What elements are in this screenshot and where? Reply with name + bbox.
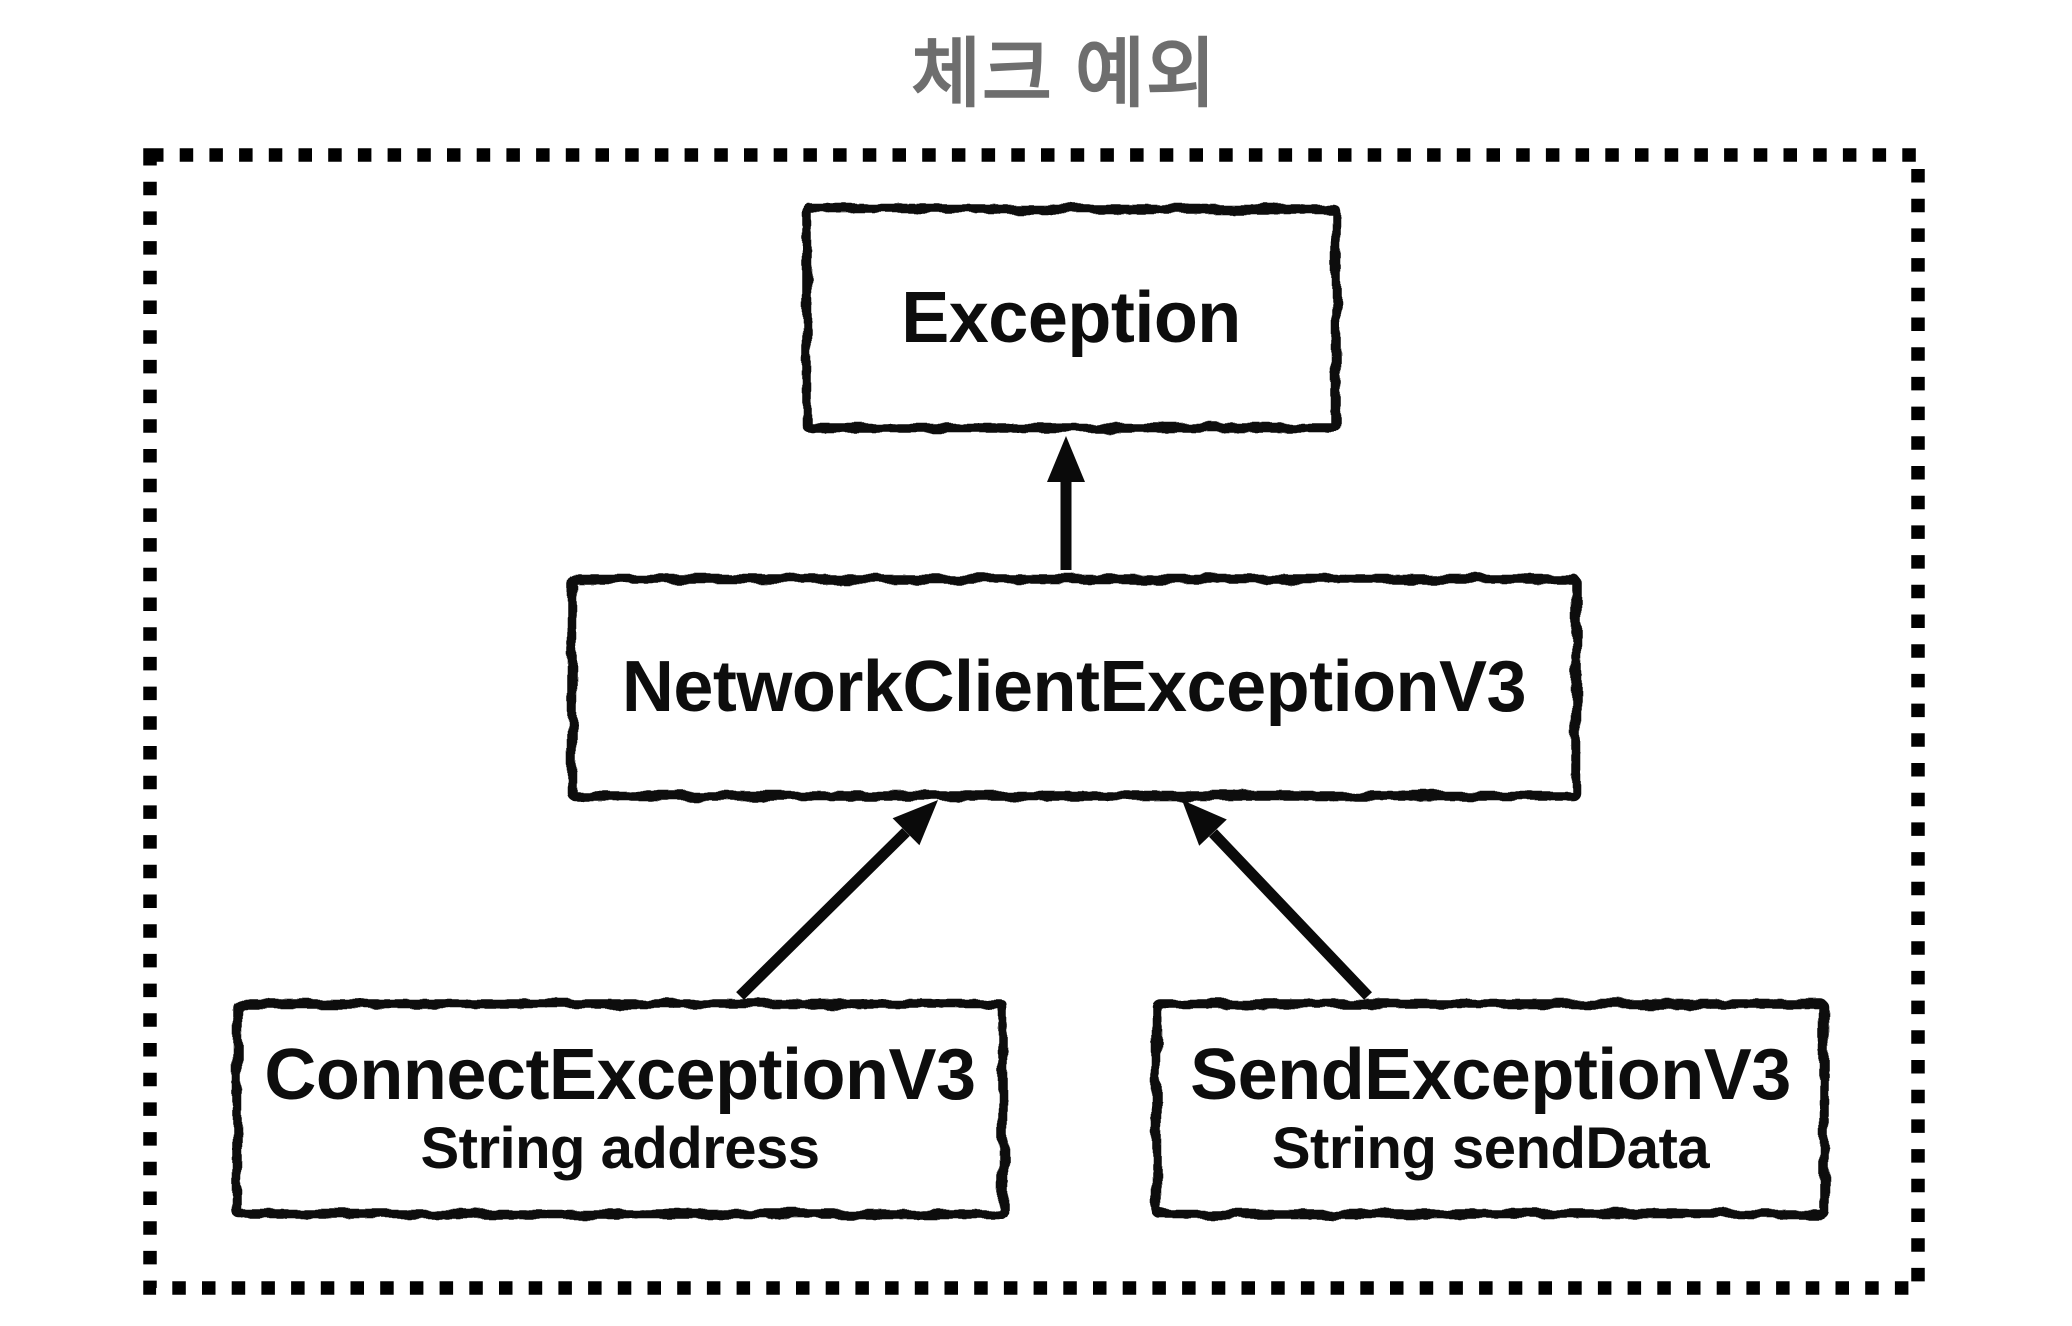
node-connect-exception-v3: ConnectExceptionV3 String address	[233, 1000, 1007, 1218]
node-send-exception-v3-field: String sendData	[1271, 1116, 1710, 1182]
node-send-exception-v3: SendExceptionV3 String sendData	[1153, 1000, 1828, 1218]
node-border-exception	[802, 204, 1341, 433]
inheritance-arrows	[736, 436, 1372, 1000]
diagram-title: 체크 예외	[911, 32, 1217, 117]
arrow-send-to-network-icon	[1182, 800, 1372, 1000]
node-exception-label: Exception	[901, 278, 1241, 359]
dashed-boundary-frame	[143, 148, 1925, 1295]
node-border-send-exception-v3	[1152, 999, 1829, 1219]
arrow-connect-to-network-icon	[736, 800, 938, 1000]
node-border-network-client-exception-v3	[567, 574, 1581, 801]
node-send-exception-v3-label: SendExceptionV3	[1190, 1034, 1791, 1115]
node-exception: Exception	[802, 205, 1340, 432]
node-connect-exception-v3-field: String address	[420, 1116, 820, 1182]
node-border-connect-exception-v3	[232, 999, 1008, 1219]
node-network-client-exception-v3-label: NetworkClientExceptionV3	[621, 647, 1527, 728]
arrow-network-to-exception-icon	[1047, 436, 1085, 570]
node-connect-exception-v3-label: ConnectExceptionV3	[264, 1034, 976, 1115]
node-network-client-exception-v3: NetworkClientExceptionV3	[568, 575, 1580, 800]
